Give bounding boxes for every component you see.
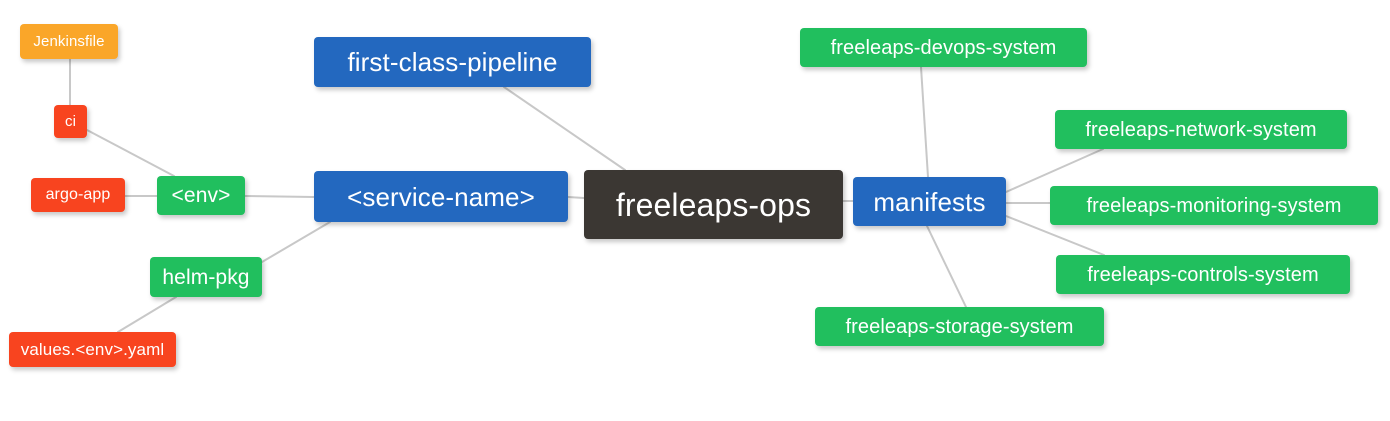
node-label-freeleaps-ops: freeleaps-ops [615, 186, 812, 223]
edge-first-class-pipeline-to-freeleaps-ops [503, 86, 626, 171]
node-label-env: <env> [171, 184, 231, 207]
mindmap-node-freeleaps-network-system[interactable]: freeleaps-network-system [1055, 110, 1347, 149]
edge-env-to-service-name [244, 195, 315, 198]
node-label-freeleaps-storage-system: freeleaps-storage-system [845, 315, 1074, 338]
edge-helm-pkg-to-values-yaml [117, 296, 177, 333]
node-label-freeleaps-network-system: freeleaps-network-system [1085, 118, 1317, 141]
mindmap-node-manifests[interactable]: manifests [853, 177, 1006, 226]
node-label-service-name: <service-name> [347, 181, 535, 212]
node-label-freeleaps-devops-system: freeleaps-devops-system [830, 36, 1057, 59]
edge-manifests-to-freeleaps-devops-system [920, 66, 929, 178]
node-label-helm-pkg: helm-pkg [162, 265, 250, 289]
mindmap-node-freeleaps-storage-system[interactable]: freeleaps-storage-system [815, 307, 1104, 346]
mindmap-node-values-yaml[interactable]: values.<env>.yaml [9, 332, 176, 367]
node-label-freeleaps-monitoring-system: freeleaps-monitoring-system [1086, 194, 1342, 217]
mindmap-node-argo-app[interactable]: argo-app [31, 178, 125, 212]
edge-ci-to-env [86, 129, 175, 177]
mindmap-node-freeleaps-monitoring-system[interactable]: freeleaps-monitoring-system [1050, 186, 1378, 225]
node-label-freeleaps-controls-system: freeleaps-controls-system [1087, 263, 1319, 286]
mindmap-node-ci[interactable]: ci [54, 105, 87, 138]
node-label-manifests: manifests [873, 186, 986, 217]
mindmap-node-jenkinsfile[interactable]: Jenkinsfile [20, 24, 118, 59]
node-label-values-yaml: values.<env>.yaml [20, 340, 165, 359]
mindmap-node-helm-pkg[interactable]: helm-pkg [150, 257, 262, 297]
node-label-ci: ci [64, 113, 77, 130]
node-label-argo-app: argo-app [45, 186, 111, 203]
mindmap-node-env[interactable]: <env> [157, 176, 245, 215]
node-label-first-class-pipeline: first-class-pipeline [347, 47, 558, 77]
mindmap-node-service-name[interactable]: <service-name> [314, 171, 568, 222]
edge-service-name-to-helm-pkg [261, 221, 331, 263]
edge-service-name-to-freeleaps-ops [567, 196, 585, 199]
node-label-jenkinsfile: Jenkinsfile [33, 33, 105, 50]
mindmap-node-first-class-pipeline[interactable]: first-class-pipeline [314, 37, 591, 87]
mindmap-node-freeleaps-ops[interactable]: freeleaps-ops [584, 170, 843, 239]
edge-manifests-to-freeleaps-storage-system [926, 225, 967, 308]
mindmap-node-freeleaps-devops-system[interactable]: freeleaps-devops-system [800, 28, 1087, 67]
mindmap-node-freeleaps-controls-system[interactable]: freeleaps-controls-system [1056, 255, 1350, 294]
